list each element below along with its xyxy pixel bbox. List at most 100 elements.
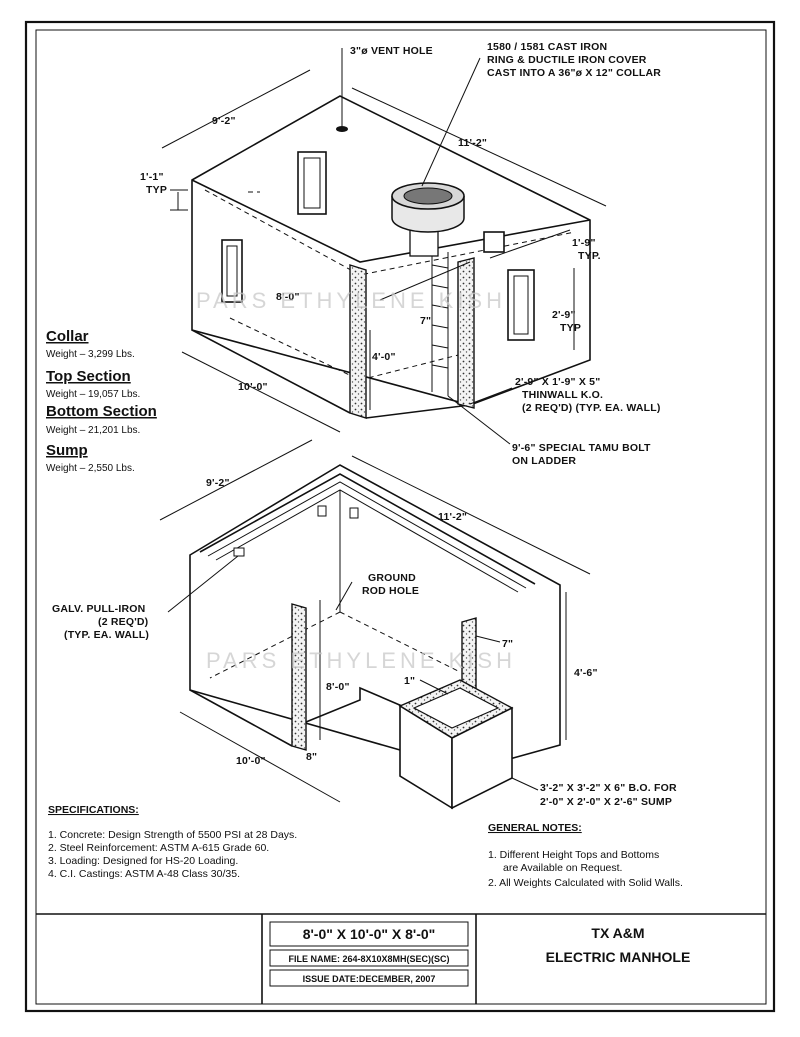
bottom-section-weight: Weight – 21,201 Lbs. (46, 425, 140, 436)
bottom-dim-inner-w: 8'-0" (326, 681, 350, 693)
top-hidden-line-1 (204, 189, 576, 276)
pull-iron-back-2 (349, 507, 359, 519)
bottom-section-view: 9'-2" 11'-2" GROUND ROD HOLE GALV. PULL-… (52, 439, 677, 810)
bottom-dim-eight: 8" (306, 751, 317, 763)
top-ko-small (483, 231, 505, 253)
top-roof-edges (191, 179, 591, 263)
top-dim-inner-w: 8'-0" (276, 291, 300, 303)
bottom-dim-one: 1" (404, 675, 415, 687)
sump-box (398, 679, 514, 810)
top-typ-3: TYP (560, 322, 581, 334)
spec-item-3: 3. Loading: Designed for HS-20 Loading. (48, 855, 238, 867)
bottom-dim-height: 4'-6" (574, 667, 598, 679)
inner-border (35, 29, 767, 1005)
cover-label-1: 1580 / 1581 CAST IRON (487, 41, 607, 53)
dim-line-bottom-width (159, 439, 313, 521)
title-block: 8'-0" X 10'-0" X 8'-0" FILE NAME: 264-8X… (36, 913, 766, 1004)
note-item-2: 2. All Weights Calculated with Solid Wal… (488, 877, 683, 889)
sheet-border (24, 20, 776, 1013)
title-size: 8'-0" X 10'-0" X 8'-0" (303, 926, 436, 942)
ground-rod-leader (335, 581, 353, 611)
top-dim-wall: 7" (420, 315, 431, 327)
top-right-wall-section (457, 257, 475, 409)
general-notes-title: GENERAL NOTES: (488, 822, 582, 834)
top-section-view: 3"ø VENT HOLE 1580 / 1581 CAST IRON RING… (140, 41, 661, 467)
pull-iron-left (233, 547, 245, 557)
dim-line-bottom-outer-width (179, 711, 341, 803)
top-ko-back (297, 151, 327, 215)
top-section-weight: Weight – 19,057 Lbs. (46, 389, 140, 400)
bottom-section-title: Bottom Section (46, 403, 157, 420)
sump-label-2: 2'-0" X 2'-0" X 2'-6" SUMP (540, 796, 672, 808)
pull-iron-leader (167, 555, 239, 613)
bottom-left-wall-section (291, 603, 307, 751)
collar-weight: Weight – 3,299 Lbs. (46, 349, 135, 360)
ladder-label-1: 9'-6" SPECIAL TAMU BOLT (512, 442, 651, 454)
top-dim-outer-w: 10'-0" (238, 381, 268, 393)
dim-line-top-width (161, 69, 311, 149)
ko-label-1: 2'-9" X 1'-9" X 5" (515, 376, 600, 388)
top-dim-length: 11'-2" (458, 137, 487, 149)
vent-hole-label: 3"ø VENT HOLE (350, 45, 433, 57)
title-file-name: FILE NAME: 264-8X10X8MH(SEC)(SC) (288, 954, 449, 964)
cover-leader (421, 57, 481, 187)
ko-label-2: THINWALL K.O. (522, 389, 603, 401)
ladder-label-2: ON LADDER (512, 455, 576, 467)
top-typ-2: TYP. (578, 250, 601, 262)
top-ko-right (507, 269, 535, 341)
bottom-dim-length: 11'-2" (438, 511, 467, 523)
spec-item-4: 4. C.I. Castings: ASTM A-48 Class 30/35. (48, 868, 240, 880)
weights-table: Collar Weight – 3,299 Lbs. Top Section W… (46, 328, 157, 474)
ground-rod-label-1: GROUND (368, 572, 416, 584)
dim-line-bottom-length (351, 455, 591, 575)
sump-title: Sump (46, 442, 88, 459)
bottom-floor-step (305, 686, 403, 723)
general-notes: GENERAL NOTES: 1. Different Height Tops … (488, 822, 683, 889)
sump-label-1: 3'-2" X 3'-2" X 6" B.O. FOR (540, 782, 677, 794)
pull-iron-label-3: (TYP. EA. WALL) (64, 629, 149, 641)
top-section-title: Top Section (46, 368, 131, 385)
sump-leader (511, 777, 539, 791)
top-dim-ko-h: 2'-9" (552, 309, 576, 321)
title-line-1: TX A&M (591, 925, 644, 941)
ko-label-3: (2 REQ'D) (TYP. EA. WALL) (522, 402, 661, 414)
spec-item-2: 2. Steel Reinforcement: ASTM A-615 Grade… (48, 842, 269, 854)
vent-hole-mark (336, 126, 348, 132)
cover-label-2: RING & DUCTILE IRON COVER (487, 54, 647, 66)
collar-title: Collar (46, 328, 89, 345)
sump-weight: Weight – 2,550 Lbs. (46, 463, 135, 474)
top-front-bottom-edge (365, 404, 471, 419)
specifications: SPECIFICATIONS: 1. Concrete: Design Stre… (48, 804, 297, 880)
ground-rod-label-2: ROD HOLE (362, 585, 419, 597)
note-item-1a: 1. Different Height Tops and Bottoms (488, 849, 659, 861)
watermark-bottom: PARS ETHYLENE KISH (206, 648, 516, 673)
title-line-2: ELECTRIC MANHOLE (546, 949, 691, 965)
ko-leader (469, 387, 513, 405)
bottom-dim-width: 9'-2" (206, 477, 230, 489)
bottom-rim-outer (199, 473, 536, 585)
top-typ: TYP (146, 184, 167, 196)
bottom-rim-inner (207, 481, 527, 589)
top-collar (391, 182, 465, 257)
title-issue-date: ISSUE DATE:DECEMBER, 2007 (303, 974, 436, 984)
watermark-top: PARS ETHYLENE KISH (196, 288, 506, 313)
top-left-bottom-edge (191, 329, 351, 414)
dim-line-top-length (351, 87, 607, 207)
spec-item-1: 1. Concrete: Design Strength of 5500 PSI… (48, 829, 297, 841)
pull-iron-label-2: (2 REQ'D) (98, 616, 148, 628)
specifications-title: SPECIFICATIONS: (48, 804, 139, 816)
top-dim-ko-w: 1'-9" (572, 237, 596, 249)
pull-iron-label-1: GALV. PULL-IRON (52, 603, 145, 615)
bottom-dim-wall: 7" (502, 638, 513, 650)
top-dim-typ-top: 1'-1" (140, 171, 164, 183)
top-ladder (431, 248, 449, 396)
note-item-1b: are Available on Request. (503, 862, 622, 874)
top-dim-height: 4'-0" (372, 351, 396, 363)
bottom-dim-outer-w: 10'-0" (236, 755, 266, 767)
pull-iron-back (317, 505, 327, 517)
dim-line-top-outer-width (181, 351, 341, 433)
ladder-leader (447, 395, 511, 445)
cover-label-3: CAST INTO A 36"ø X 12" COLLAR (487, 67, 661, 79)
